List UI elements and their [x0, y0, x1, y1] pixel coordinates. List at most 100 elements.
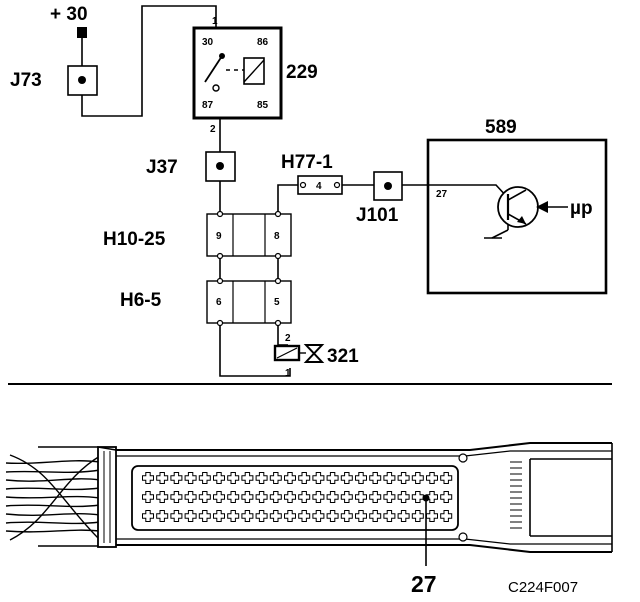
pin-cavity: [440, 472, 453, 484]
pin-cavity: [170, 491, 183, 503]
h6-label: H6-5: [120, 290, 162, 311]
pin-cavity: [255, 491, 268, 503]
pin-cavity: [355, 472, 367, 484]
pin-cavity: [411, 491, 424, 503]
pin-cavity: [241, 491, 254, 503]
pin-cavity: [198, 510, 211, 522]
relay-229: 30 86 87 85: [192, 26, 283, 120]
j73-dot: [78, 76, 86, 84]
h77-label: H77-1: [281, 152, 333, 173]
valve-label: 321: [327, 346, 359, 367]
pin-cavity: [241, 472, 254, 484]
pin-cavity: [383, 491, 396, 503]
valve-pin-2: 2: [285, 333, 291, 344]
j37-dot: [216, 162, 224, 170]
pin-cavity: [269, 491, 282, 503]
pin-cavity: [184, 472, 197, 484]
h77-connector: [297, 175, 343, 195]
pin-cavity: [340, 510, 353, 522]
pin-cavity: [227, 491, 240, 503]
pin-cavity: [355, 491, 367, 503]
pin-cavity: [213, 510, 225, 522]
pin-cavity: [184, 491, 197, 503]
battery-terminal: [77, 27, 87, 38]
mu-label: µp: [570, 198, 593, 219]
pin-cavity: [326, 491, 339, 503]
pin-cavity: [411, 510, 424, 522]
pin-cavity: [184, 510, 197, 522]
h6-pin-left: 6: [216, 297, 222, 308]
valve-symbol: [303, 344, 325, 363]
h10-pin-left: 9: [216, 231, 222, 242]
pin-cavity: [198, 472, 211, 484]
pin-cavity: [340, 472, 353, 484]
pin-cavity: [255, 510, 268, 522]
relay-pin-85: 85: [257, 100, 269, 111]
pin-cavity: [355, 510, 367, 522]
pin-cavity: [312, 510, 325, 522]
pin-cavity: [440, 510, 453, 522]
transistor-symbol: [497, 186, 548, 228]
relay-pin-87: 87: [202, 100, 214, 111]
pin-cavity: [284, 491, 296, 503]
plus30-label: + 30: [50, 4, 88, 25]
pin-cavity: [269, 472, 282, 484]
ecu-label: 589: [485, 117, 517, 138]
pin-cavity: [156, 491, 169, 503]
pin-cavity: [369, 472, 382, 484]
j37-label: J37: [146, 157, 178, 178]
pin-cavity: [397, 472, 410, 484]
pin-cavity: [269, 510, 282, 522]
pin-cavity: [284, 472, 296, 484]
ecu-pin-27: 27: [436, 189, 448, 200]
pin-cavity: [383, 472, 396, 484]
pin-cavity: [298, 472, 311, 484]
pin-cavity: [284, 510, 296, 522]
pin-cavity: [298, 510, 311, 522]
relay-label: 229: [286, 62, 318, 83]
pin-cavity: [369, 491, 382, 503]
pin-cavity: [156, 472, 169, 484]
pin-cavity: [298, 491, 311, 503]
pin-cavity: [326, 472, 339, 484]
pin-grid: [142, 472, 453, 522]
pin-cavity: [312, 472, 325, 484]
pin-cavity: [411, 472, 424, 484]
callout-label: 27: [411, 571, 437, 597]
h10-label: H10-25: [103, 229, 166, 250]
pin-cavity: [440, 491, 453, 503]
pin-cavity: [397, 491, 410, 503]
h77-pin: 4: [316, 181, 322, 192]
ecu-589-box: [426, 138, 608, 295]
pin-cavity: [142, 472, 154, 484]
cable-bundle: [5, 454, 101, 541]
pin-cavity: [312, 491, 325, 503]
figure-code: C224F007: [508, 579, 578, 596]
pin-cavity: [170, 510, 183, 522]
pin-cavity: [198, 491, 211, 503]
hatching: [510, 461, 522, 529]
pin-cavity: [170, 472, 183, 484]
pin-cavity: [369, 510, 382, 522]
relay-pin-86: 86: [257, 37, 269, 48]
j73-label: J73: [10, 70, 42, 91]
h6-pin-right: 5: [274, 297, 280, 308]
pin-cavity: [326, 510, 339, 522]
h10-25-connector: [206, 210, 292, 260]
valve-pin-1: 1: [285, 368, 291, 379]
j73-connector: [67, 65, 98, 96]
pin-cavity: [227, 510, 240, 522]
h10-pin-right: 8: [274, 231, 280, 242]
pin-cavity: [426, 472, 438, 484]
h6-5-connector: [206, 277, 292, 327]
pin-cavity: [241, 510, 254, 522]
pin-cavity: [255, 472, 268, 484]
pin-cavity: [156, 510, 169, 522]
relay-pin-30: 30: [202, 37, 214, 48]
pin-cavity: [340, 491, 353, 503]
pin-cavity: [397, 510, 410, 522]
pin-cavity: [142, 491, 154, 503]
pin-cavity: [227, 472, 240, 484]
